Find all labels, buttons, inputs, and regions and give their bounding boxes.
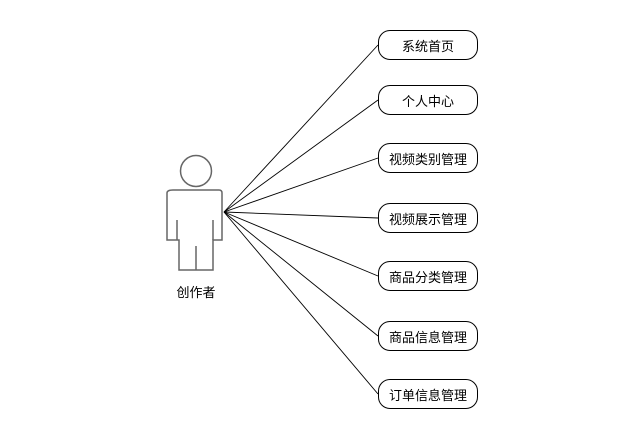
use-case-profile[interactable]: 个人中心: [378, 85, 478, 115]
association-line: [223, 157, 379, 213]
actor-body: [166, 189, 223, 271]
association-line: [223, 211, 379, 219]
use-case-product-category[interactable]: 商品分类管理: [378, 261, 478, 291]
actor-head: [179, 154, 213, 188]
use-case-video-display[interactable]: 视频展示管理: [378, 203, 478, 233]
associations: [223, 44, 379, 395]
use-case-product-info[interactable]: 商品信息管理: [378, 321, 478, 351]
association-line: [223, 44, 379, 213]
association-line: [223, 211, 379, 277]
actor-label: 创作者: [176, 286, 216, 301]
association-line: [223, 211, 379, 395]
use-case-order-info[interactable]: 订单信息管理: [378, 379, 478, 409]
use-case-video-category[interactable]: 视频类别管理: [378, 143, 478, 173]
use-case-home[interactable]: 系统首页: [378, 30, 478, 60]
association-line: [223, 99, 379, 213]
actor-figure: [166, 154, 223, 271]
association-line: [223, 211, 379, 337]
